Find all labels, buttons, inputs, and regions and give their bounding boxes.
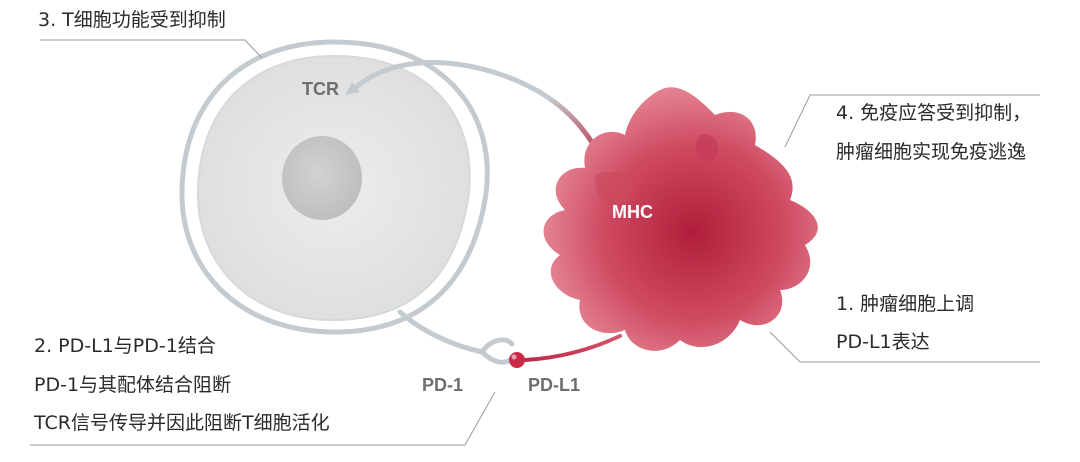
annotation-binding-line3: TCR信号传导并因此阻断T细胞活化 xyxy=(34,414,330,433)
tcr-label: TCR xyxy=(302,80,339,98)
leader-line-3 xyxy=(40,40,262,58)
pdl1-ligand xyxy=(509,336,620,368)
annotation-t-cell-inhibited: 3. T细胞功能受到抑制 xyxy=(38,11,226,30)
t-cell-nucleus xyxy=(282,136,362,220)
pdl1-label: PD-L1 xyxy=(528,376,580,394)
tumor-cell xyxy=(544,87,818,351)
mhc-label: MHC xyxy=(612,203,653,221)
annotation-binding-line2: PD-1与其配体结合阻断 xyxy=(34,376,231,395)
annotation-immune-inhibited-line1: 4. 免疫应答受到抑制， xyxy=(836,104,1031,123)
annotation-tumor-upregulates-line1: 1. 肿瘤细胞上调 xyxy=(836,295,974,314)
pd1-receptor xyxy=(400,312,512,362)
annotation-binding-line1: 2. PD-L1与PD-1结合 xyxy=(34,337,216,356)
pd1-label: PD-1 xyxy=(422,376,463,394)
annotation-immune-inhibited-line2: 肿瘤细胞实现免疫逃逸 xyxy=(836,143,1026,162)
annotation-tumor-upregulates-line2: PD-L1表达 xyxy=(836,333,930,352)
